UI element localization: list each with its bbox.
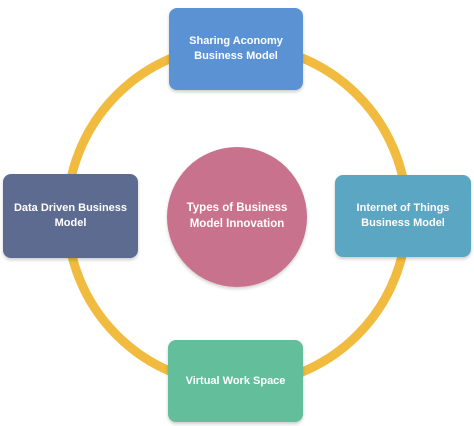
center-circle: Types of Business Model Innovation bbox=[167, 147, 307, 287]
center-label: Types of Business Model Innovation bbox=[186, 202, 288, 230]
node-label: Sharing Aconomy Business Model bbox=[189, 35, 283, 62]
node-label: Virtual Work Space bbox=[185, 374, 286, 387]
node-label: Data Driven Business Model bbox=[13, 202, 128, 229]
node-label: Internet of Things Business Model bbox=[356, 202, 450, 229]
node-sharing-economy: Sharing Aconomy Business Model bbox=[169, 8, 303, 90]
node-internet-of-things: Internet of Things Business Model bbox=[335, 175, 471, 257]
node-virtual-work-space: Virtual Work Space bbox=[168, 340, 303, 422]
node-data-driven: Data Driven Business Model bbox=[3, 174, 138, 258]
